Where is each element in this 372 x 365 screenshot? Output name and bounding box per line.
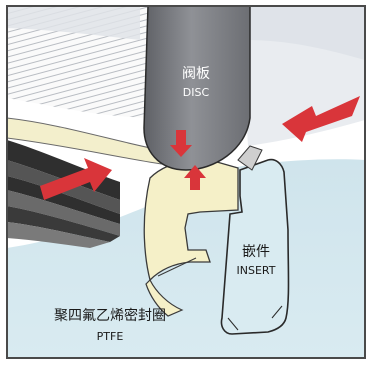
insert-label-en: INSERT [237,264,276,277]
ptfe-leader-line [157,257,197,277]
insert-block [220,158,290,335]
ptfe-label-cn: 聚四氟乙烯密封圈 [54,307,166,324]
insert-label-cn: 嵌件 [242,244,270,260]
ptfe-seal-tail [145,278,184,317]
valve-disc [143,6,251,171]
left-arrow-icon [40,158,112,200]
disc-label-en: DISC [183,86,210,99]
ptfe-label-en: PTFE [97,330,124,343]
insert-corner-mark-2 [271,305,283,319]
right-arrow-icon [282,96,360,142]
disc-label-cn: 阀板 [182,66,210,82]
red-arrows [40,96,360,200]
seat-wedge [237,145,263,171]
upper-left-shade [7,6,140,40]
diagram-frame [6,5,366,359]
insert-corner-mark [227,317,239,331]
up-arrow-icon [184,165,206,190]
upper-right-shade-dark [248,6,365,60]
down-arrow-icon [170,130,192,157]
